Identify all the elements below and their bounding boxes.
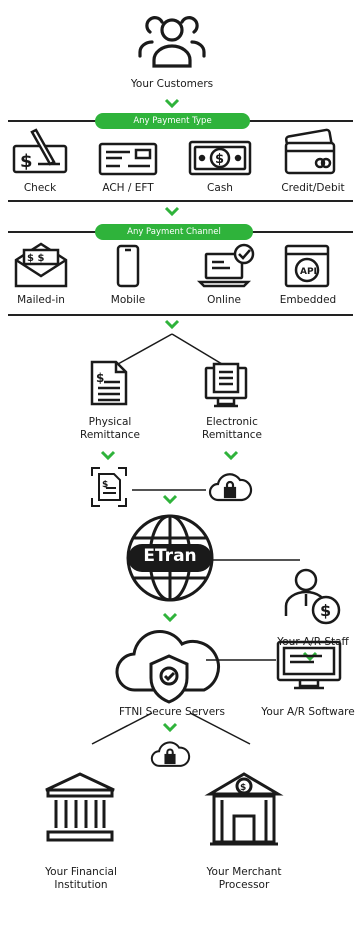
document-dollar-icon: $ [90, 360, 128, 406]
etran-logo-text: ETran [143, 546, 197, 566]
api-window-icon: API [284, 244, 330, 288]
channel-mailed-in: Mailed-in [17, 294, 65, 306]
customers-label: Your Customers [130, 78, 214, 90]
payment-type-cash: Cash [207, 182, 233, 194]
chevron-down-icon [164, 319, 180, 330]
payment-type-check: Check [23, 182, 57, 194]
chevron-down-icon [162, 494, 178, 505]
svg-text:$: $ [20, 151, 33, 172]
svg-text:$: $ [102, 480, 108, 490]
merchant-line2: Processor [218, 879, 270, 891]
financial-line2: Institution [54, 879, 108, 891]
financial-institution-label: Your Financial Institution [36, 866, 126, 892]
physical-remittance-line1: Physical [88, 416, 132, 428]
channel-online: Online [207, 294, 241, 306]
payment-type-ach: ACH / EFT [102, 182, 154, 194]
electronic-remittance-line2: Remittance [202, 429, 262, 441]
chevron-down-icon [223, 450, 239, 461]
physical-remittance-label: Physical Remittance [70, 416, 150, 442]
payment-type-banner: Any Payment Type [95, 113, 250, 129]
physical-remittance-line2: Remittance [80, 429, 140, 441]
channel-mobile: Mobile [110, 294, 146, 306]
customers-icon [138, 16, 206, 68]
bank-building-icon [45, 772, 115, 842]
channel-embedded: Embedded [279, 294, 337, 306]
electronic-remittance-line1: Electronic [206, 416, 258, 428]
cloud-lock-icon [208, 473, 253, 502]
ach-icon [98, 142, 158, 176]
credit-card-icon [284, 128, 336, 175]
divider [8, 314, 353, 316]
monitor-software-icon [276, 640, 342, 690]
financial-line1: Your Financial [45, 866, 117, 878]
ftni-secure-servers-label: FTNI Secure Servers [119, 706, 225, 718]
payment-channel-banner: Any Payment Channel [95, 224, 253, 240]
divider [8, 200, 353, 202]
merchant-bank-icon: $ [204, 772, 284, 846]
cloud-lock-icon [150, 741, 191, 767]
merchant-line1: Your Merchant [206, 866, 282, 878]
chevron-down-icon [162, 612, 178, 623]
svg-text:$: $ [215, 152, 224, 167]
chevron-down-icon [162, 722, 178, 733]
laptop-check-icon [196, 243, 255, 288]
ar-software-label: Your A/R Software [261, 706, 355, 718]
api-badge: API [300, 267, 317, 277]
svg-text:$: $ [96, 371, 104, 385]
merchant-processor-label: Your Merchant Processor [198, 866, 290, 892]
staff-dollar-icon: $ [284, 568, 341, 625]
scan-document-icon: $ [91, 467, 127, 507]
svg-text:$ $: $ $ [27, 253, 44, 264]
envelope-icon: $ $ [14, 242, 68, 288]
etran-globe-icon [126, 514, 214, 602]
chevron-down-icon [164, 98, 180, 109]
mobile-phone-icon [116, 244, 140, 288]
svg-text:$: $ [320, 601, 331, 620]
check-icon: $ [12, 128, 68, 174]
svg-text:$: $ [240, 783, 246, 793]
electronic-remittance-label: Electronic Remittance [190, 416, 274, 442]
payment-type-credit: Credit/Debit [281, 182, 345, 194]
computer-document-icon [204, 362, 248, 408]
chevron-down-icon [100, 450, 116, 461]
chevron-down-icon [164, 206, 180, 217]
cash-icon: $ [188, 140, 252, 176]
cloud-shield-icon [115, 630, 220, 704]
